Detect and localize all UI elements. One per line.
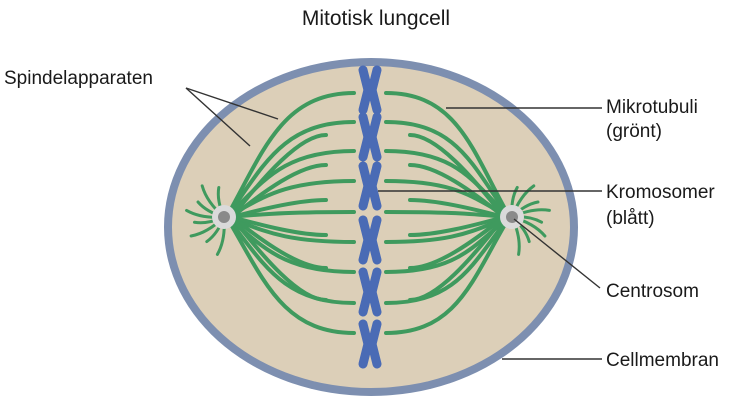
diagram-title: Mitotisk lungcell xyxy=(302,7,450,30)
chromosome-2-arm-3 xyxy=(358,132,373,162)
chromosome-3-arm-3 xyxy=(358,181,373,211)
chromosomes xyxy=(358,65,382,369)
microtubule-right-short-3 xyxy=(408,198,506,219)
microtubule-right-short-5 xyxy=(408,215,506,270)
chromosome-3-arm-4 xyxy=(367,181,382,211)
microtubule-left-short-4 xyxy=(230,215,328,237)
microtubule-right-8 xyxy=(384,219,508,305)
leader-spindle-b xyxy=(185,87,251,147)
label-microtubules-color: (grönt) xyxy=(606,121,662,142)
microtubule-left-short-2 xyxy=(230,163,328,219)
chromosome-6-arm-3 xyxy=(358,339,373,369)
chromosome-2 xyxy=(358,112,382,162)
label-membrane: Cellmembran xyxy=(606,350,719,371)
label-microtubules: Mikrotubuli xyxy=(606,97,698,118)
microtubule-right-short-2 xyxy=(408,163,506,219)
microtubule-right-short-6 xyxy=(408,215,506,302)
chromosome-1 xyxy=(358,65,382,115)
microtubule-left-short-3 xyxy=(230,198,328,219)
chromosome-5-arm-4 xyxy=(367,287,382,317)
centrosome-left-core xyxy=(218,211,230,223)
spindle-apparatus xyxy=(228,91,508,335)
microtubule-left-8 xyxy=(228,219,356,305)
chromosome-6 xyxy=(358,319,382,369)
microtubule-right-2 xyxy=(384,120,508,215)
microtubule-right-short-4 xyxy=(408,215,506,237)
chromosome-2-arm-4 xyxy=(367,132,382,162)
label-chromosomes: Kromosomer xyxy=(606,182,715,203)
leader-lines xyxy=(185,87,602,360)
microtubule-left-short-1 xyxy=(230,133,328,219)
microtubule-left-short-6 xyxy=(230,215,328,302)
chromosome-3 xyxy=(358,161,382,211)
chromosome-4-arm-3 xyxy=(358,235,373,265)
label-chromosomes-color: (blått) xyxy=(606,208,655,229)
microtubule-left-short-5 xyxy=(230,215,328,270)
chromosome-5-arm-3 xyxy=(358,287,373,317)
chromosome-1-arm-4 xyxy=(367,85,382,115)
leader-centrosome xyxy=(513,218,601,289)
chromosome-1-arm-3 xyxy=(358,85,373,115)
microtubule-right-short-1 xyxy=(408,133,506,219)
label-centrosome: Centrosom xyxy=(606,281,699,302)
label-spindle: Spindelapparaten xyxy=(4,68,153,89)
chromosome-5 xyxy=(358,267,382,317)
chromosome-4-arm-4 xyxy=(367,235,382,265)
microtubule-right-9 xyxy=(384,220,508,335)
leader-spindle-a xyxy=(185,87,279,120)
chromosome-4 xyxy=(358,215,382,265)
microtubule-right-1 xyxy=(384,91,508,213)
microtubule-left-9 xyxy=(228,220,356,335)
microtubule-left-2 xyxy=(228,120,356,215)
microtubule-left-1 xyxy=(228,91,356,213)
chromosome-6-arm-4 xyxy=(367,339,382,369)
